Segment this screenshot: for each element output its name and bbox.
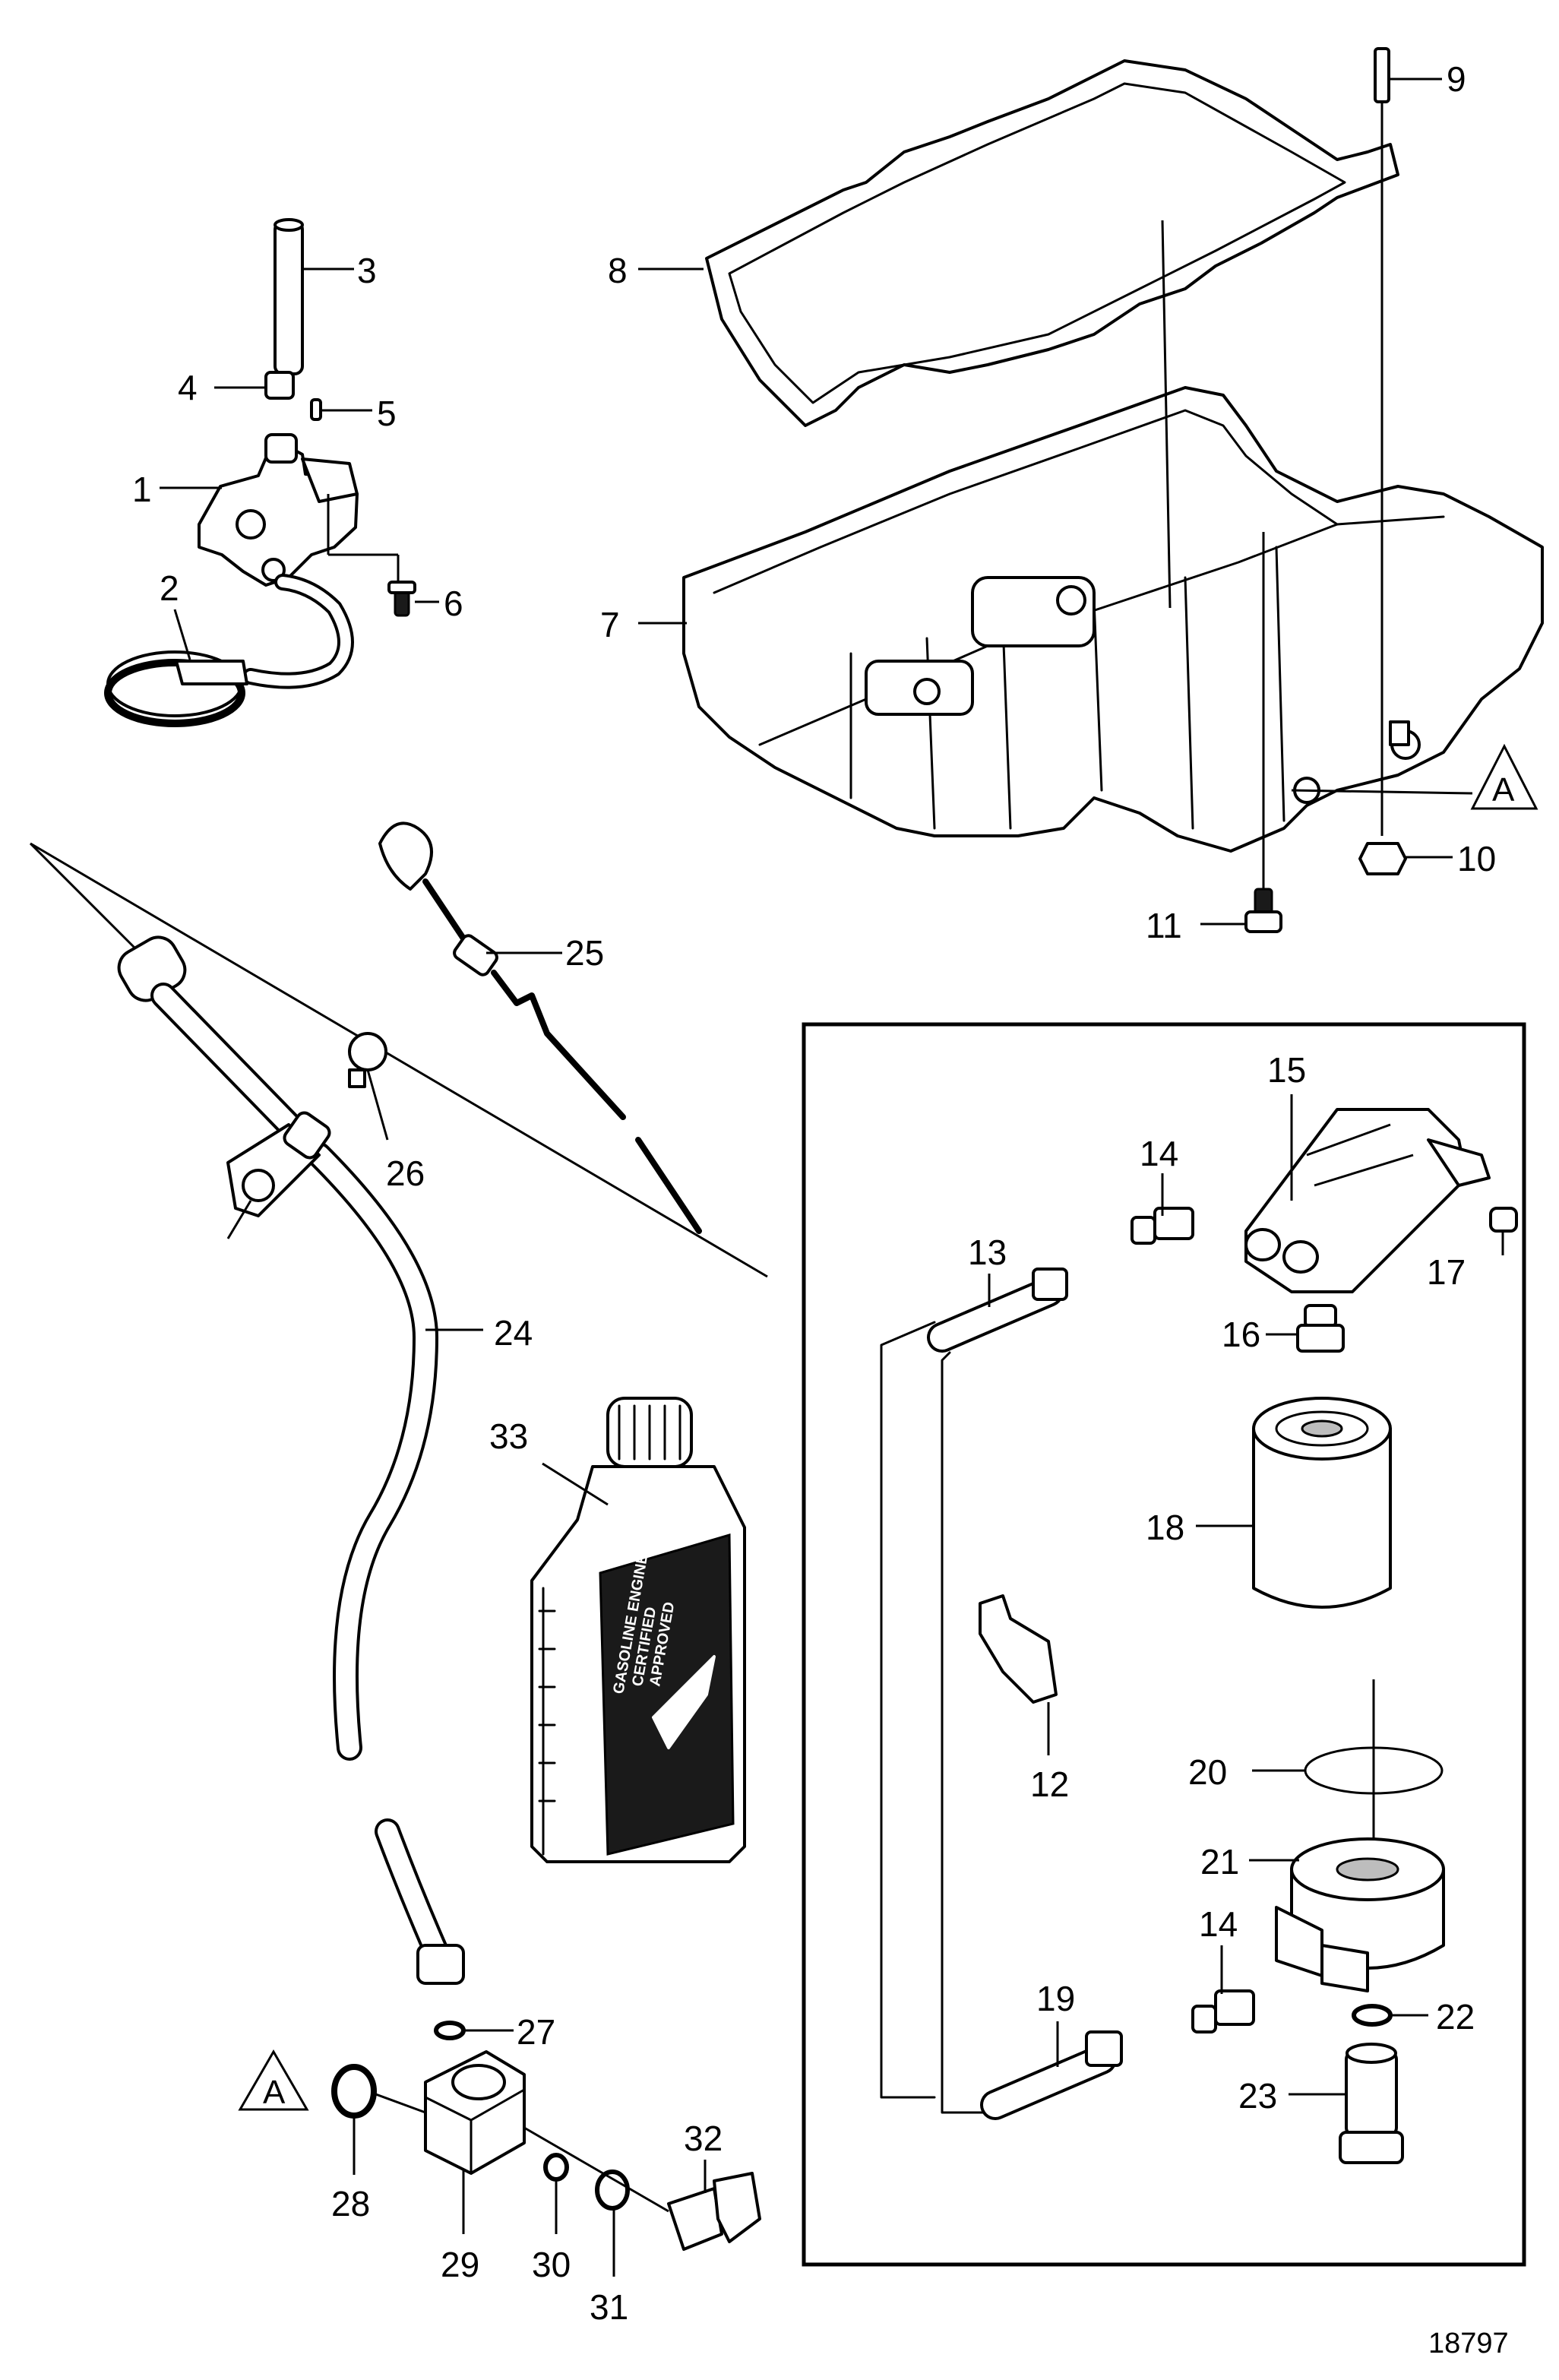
callout-12: 12 [1030, 1764, 1069, 1804]
part-4-bushing [264, 371, 295, 400]
callout-16: 16 [1222, 1315, 1260, 1354]
callout-10: 10 [1457, 839, 1496, 878]
callout-14-upper: 14 [1140, 1134, 1178, 1173]
part-33-oil-bottle: GASOLINE ENGINE OIL CERTIFIED APPROVED [530, 1397, 746, 1863]
part-14-fitting-upper [1131, 1207, 1194, 1245]
callout-leaders [160, 78, 1504, 2277]
part-28-washer [331, 2064, 377, 2119]
callout-31: 31 [590, 2287, 628, 2327]
part-5-pin [310, 398, 322, 421]
part-7-oil-pan [682, 386, 1544, 853]
callout-6: 6 [444, 584, 463, 623]
callout-15: 15 [1267, 1050, 1306, 1090]
part-16-nipple [1296, 1304, 1345, 1353]
callout-18: 18 [1146, 1508, 1184, 1547]
part-25-dipstick [378, 821, 702, 1234]
part-31-washer [595, 2170, 630, 2211]
callout-17: 17 [1427, 1252, 1466, 1292]
callout-14-lower: 14 [1199, 1904, 1238, 1944]
callout-33: 33 [489, 1416, 528, 1456]
callout-20: 20 [1188, 1752, 1227, 1792]
callout-1: 1 [132, 470, 152, 509]
callout-3: 3 [357, 251, 377, 290]
part-13-hose [927, 1268, 1068, 1353]
callout-2: 2 [160, 568, 179, 608]
part-15-filter-adapter [1244, 1108, 1491, 1293]
callout-25: 25 [565, 933, 604, 973]
part-24-dipstick-tube [117, 935, 438, 1761]
part-19-hose [980, 2030, 1123, 2120]
part-26-bracket-bolt [348, 1032, 387, 1088]
callout-8: 8 [608, 251, 628, 290]
callout-27: 27 [517, 2012, 555, 2052]
callout-28: 28 [331, 2184, 370, 2223]
part-12-clamp [979, 1594, 1058, 1704]
callout-5: 5 [377, 394, 397, 433]
reference-triangle-a-upper [1470, 743, 1538, 810]
callout-19: 19 [1036, 1979, 1075, 2018]
reference-letter-a-upper: A [1492, 771, 1515, 809]
part-8-oil-pan-gasket [705, 59, 1399, 427]
callout-26: 26 [386, 1154, 425, 1193]
reference-triangle-a-lower [238, 2049, 309, 2111]
oil-filter-inset-frame [802, 1022, 1526, 2267]
part-10-nut [1358, 842, 1407, 875]
part-30-o-ring [543, 2153, 569, 2182]
part-3-shaft [274, 220, 304, 375]
callout-4: 4 [178, 368, 198, 407]
part-18-oil-filter [1252, 1397, 1392, 1609]
drain-hose [375, 1818, 465, 1985]
callout-13: 13 [968, 1233, 1007, 1272]
oil-pump-assembly [104, 218, 416, 727]
callout-32: 32 [684, 2119, 723, 2158]
part-22-o-ring [1352, 2004, 1393, 2027]
part-14-fitting-lower [1191, 1989, 1255, 2033]
callout-29: 29 [441, 2245, 479, 2284]
callout-30: 30 [532, 2245, 571, 2284]
callout-7: 7 [600, 605, 620, 644]
part-17-nut [1489, 1207, 1518, 1233]
callout-labels: 1 2 3 4 5 6 7 8 9 10 11 12 13 14 15 16 1… [132, 59, 1496, 2327]
part-29-adapter-block [424, 2050, 526, 2175]
callout-21: 21 [1200, 1842, 1239, 1882]
figure-number: 18797 [1428, 2328, 1509, 2359]
part-9-stud [1374, 47, 1390, 103]
part-32-drain-plug [667, 2172, 761, 2251]
reference-letter-a-lower: A [263, 2074, 286, 2111]
callout-11: 11 [1146, 906, 1182, 945]
callout-23: 23 [1238, 2076, 1277, 2116]
part-21-filter-base [1275, 1837, 1445, 1992]
part-23-center-bolt [1339, 2043, 1404, 2164]
callout-9: 9 [1447, 59, 1466, 99]
callout-24: 24 [494, 1313, 533, 1353]
part-27-o-ring [434, 2021, 466, 2040]
callout-22: 22 [1436, 1997, 1475, 2037]
